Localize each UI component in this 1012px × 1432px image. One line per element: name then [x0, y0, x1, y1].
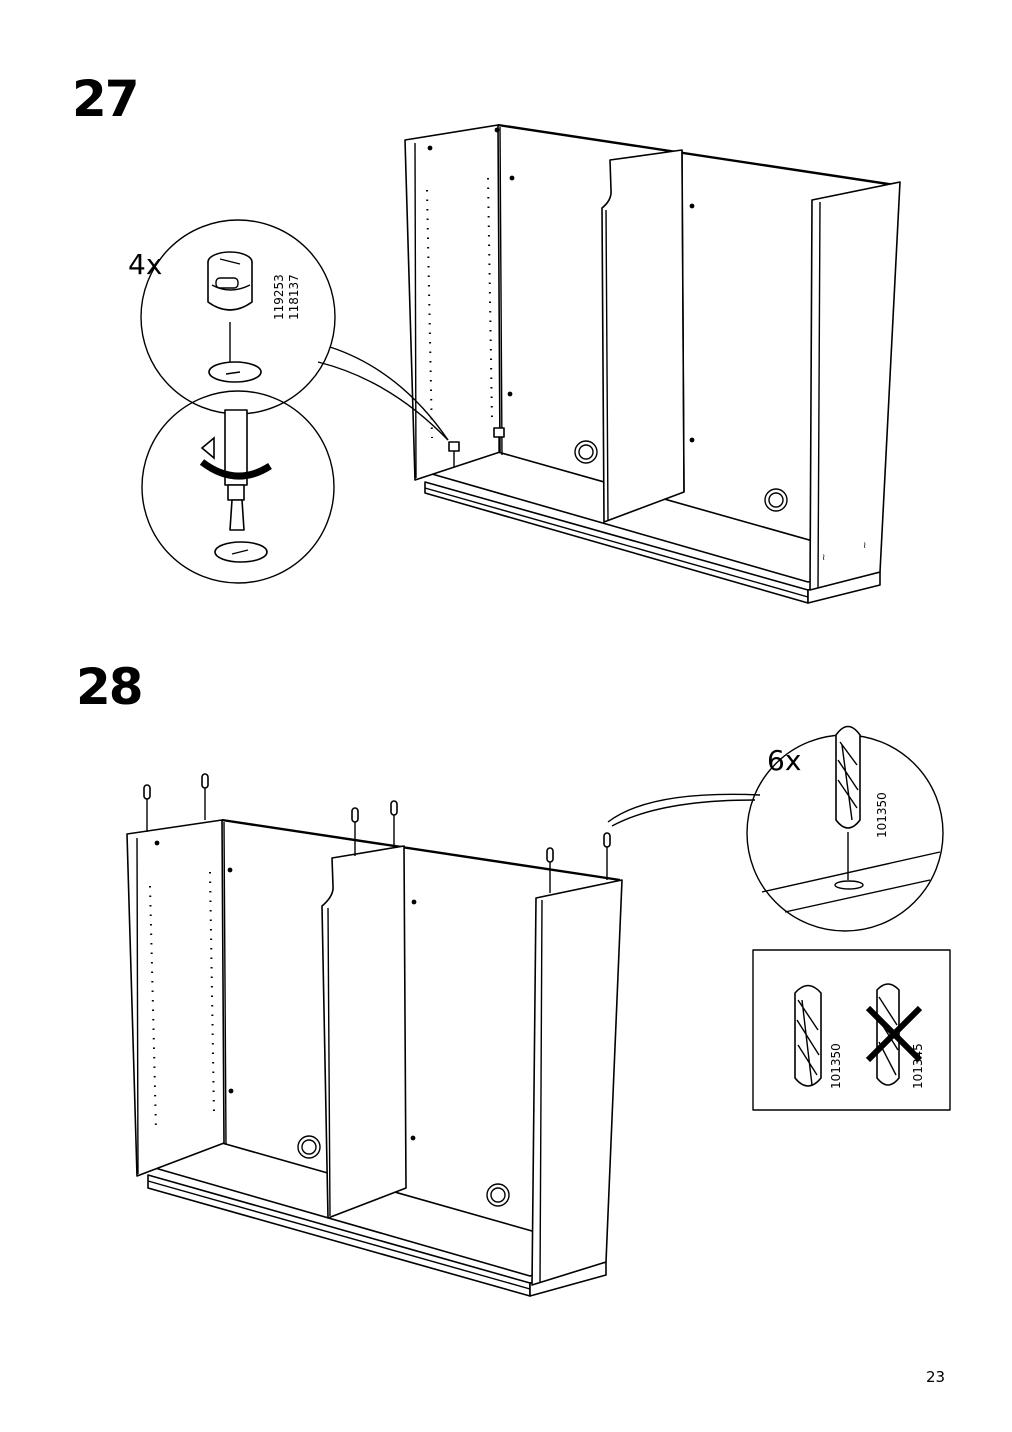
rotate-arrow-icon [199, 436, 272, 480]
screwdriver-icon [224, 409, 248, 531]
step-number-27: 27 [72, 70, 140, 128]
step27-callout-bottom [141, 390, 335, 584]
cam-lock-fitting-icon [207, 251, 262, 383]
step28-part-number: 101350 [875, 792, 889, 838]
correct-dowel-icon [794, 984, 822, 1087]
step28-cabinet [126, 773, 623, 1297]
step28-callout [607, 725, 944, 932]
step-number-28: 28 [76, 658, 144, 716]
step27-callout-top [140, 219, 449, 441]
step27-part-number-1: 119253 [272, 274, 286, 320]
dowel-comparison-box [752, 949, 951, 1111]
cross-out-icon [865, 1005, 923, 1063]
cam-lock-fitting-icon [448, 427, 505, 467]
svg-text:≀: ≀ [863, 541, 866, 551]
step27-part-number-2: 118137 [287, 274, 301, 320]
page-number: 23 [926, 1368, 946, 1386]
svg-text:≀: ≀ [822, 553, 825, 563]
step27-cabinet: ≀ ≀ [404, 123, 901, 604]
wooden-dowel-icon [143, 773, 611, 893]
step27-quantity: 4x [128, 248, 162, 281]
correct-part-number: 101350 [829, 1043, 843, 1089]
wooden-dowel-icon [834, 725, 864, 890]
step28-quantity: 6x [767, 744, 801, 777]
wrong-part-number: 101345 [911, 1043, 925, 1089]
